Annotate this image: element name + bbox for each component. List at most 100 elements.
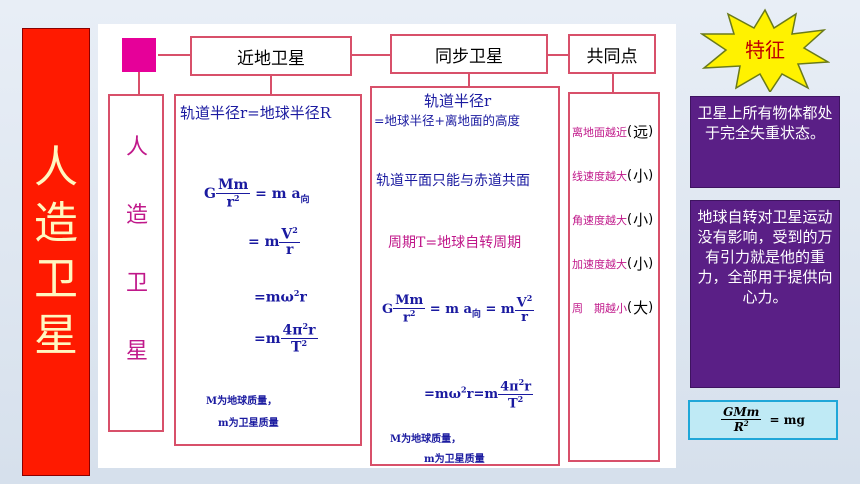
near-f4-den: T bbox=[291, 340, 302, 356]
near-f4-num-exp: 2 bbox=[302, 321, 309, 331]
sync-f2-exp: 2 bbox=[461, 384, 467, 395]
sync-f2-num-tail: r bbox=[524, 379, 532, 395]
near-f4-den-exp: 2 bbox=[301, 338, 308, 349]
sync-column: 轨道半径r =地球半径+离地面的高度 轨道平面只能与赤道共面 周期T=地球自转周… bbox=[370, 86, 560, 466]
common-item-text: 角速度越大 bbox=[572, 213, 627, 227]
near-formula-3: =mω2r bbox=[254, 288, 307, 306]
sync-f1-eq2: = m bbox=[485, 301, 515, 317]
sync-f2-mid: r=m bbox=[466, 386, 499, 402]
paren-open: ( bbox=[627, 168, 633, 183]
sync-period: 周期T=地球自转周期 bbox=[388, 235, 522, 251]
near-f4-num-tail: r bbox=[308, 322, 316, 339]
near-f1-den: r bbox=[226, 194, 235, 211]
card2-text: 地球自转对卫星运动没有影响，受到的万有引力就是他的重力，全部用于提供向心力。 bbox=[697, 208, 833, 306]
near-f3-exp: 2 bbox=[293, 288, 300, 298]
paren-close: ) bbox=[648, 256, 654, 271]
common-item: 角速度越大(小) bbox=[572, 198, 660, 241]
common-item-mark: 小 bbox=[633, 167, 649, 185]
near-f1-g: G bbox=[204, 186, 216, 203]
near-f1-rhs: = m a bbox=[255, 186, 301, 203]
near-radius: 轨道半径r=地球半径R bbox=[180, 104, 332, 122]
common-item-mark: 小 bbox=[633, 255, 649, 273]
sync-f2-num-exp: 2 bbox=[518, 377, 525, 387]
sync-f1-g: G bbox=[382, 301, 394, 317]
common-list: 离地面越近(远)线速度越大(小)角速度越大(小)加速度越大(小)周 期越小(大) bbox=[572, 110, 660, 330]
sync-note-2: m为卫星质量 bbox=[424, 454, 485, 465]
near-f2-num: V bbox=[281, 226, 293, 243]
common-item-text: 线速度越大 bbox=[572, 169, 627, 183]
formula-card-den: R bbox=[733, 420, 744, 434]
sync-f1-den2: r bbox=[521, 309, 528, 325]
sync-f1-sub: 向 bbox=[471, 309, 481, 320]
sync-plane: 轨道平面只能与赤道共面 bbox=[376, 173, 530, 189]
near-f1-den-exp: 2 bbox=[234, 192, 240, 203]
feature-badge: 特征 bbox=[699, 8, 831, 94]
near-connector bbox=[270, 76, 272, 94]
page-title: 人造卫星 bbox=[34, 142, 78, 361]
paren-close: ) bbox=[648, 124, 654, 139]
common-item: 离地面越近(远) bbox=[572, 110, 660, 153]
sync-f2: =mω bbox=[424, 386, 462, 402]
card1-text: 卫星上所有物体都处于完全失重状态。 bbox=[697, 104, 833, 142]
paren-close: ) bbox=[648, 212, 654, 227]
common-item-mark: 小 bbox=[633, 211, 649, 229]
header-sync: 同步卫星 bbox=[390, 34, 548, 74]
paren-open: ( bbox=[627, 124, 633, 139]
common-connector bbox=[612, 74, 614, 92]
near-f2-lhs: = m bbox=[248, 234, 280, 251]
common-item-text: 离地面越近 bbox=[572, 125, 627, 139]
badge-label: 特征 bbox=[745, 38, 785, 62]
common-item-mark: 大 bbox=[633, 299, 649, 317]
paren-open: ( bbox=[627, 300, 633, 315]
paren-close: ) bbox=[648, 300, 654, 315]
formula-card-rhs: = mg bbox=[769, 412, 805, 427]
common-column: 离地面越近(远)线速度越大(小)角速度越大(小)加速度越大(小)周 期越小(大) bbox=[568, 92, 660, 462]
common-item-text: 周 期越小 bbox=[572, 301, 627, 315]
root-square bbox=[122, 38, 156, 72]
sync-radius-1: 轨道半径r bbox=[424, 92, 492, 110]
header-common: 共同点 bbox=[568, 34, 656, 74]
sync-f1-den: r bbox=[402, 309, 410, 325]
common-item-mark: 远 bbox=[633, 123, 649, 141]
near-f3-tail: r bbox=[299, 289, 307, 306]
near-f4-lhs: =m bbox=[254, 330, 281, 347]
sync-f2-den-exp: 2 bbox=[517, 393, 524, 404]
near-f2-num-exp: 2 bbox=[292, 225, 298, 235]
side-label: 人造卫星 bbox=[126, 135, 149, 364]
formula-card-num: GMm bbox=[721, 405, 762, 420]
paren-open: ( bbox=[627, 212, 633, 227]
side-label-box: 人造卫星 bbox=[108, 94, 164, 432]
paren-close: ) bbox=[648, 168, 654, 183]
sync-radius-2: =地球半径+离地面的高度 bbox=[374, 113, 520, 128]
sync-note-1: M为地球质量， bbox=[390, 434, 462, 445]
sync-f1-num2-exp: 2 bbox=[526, 293, 533, 303]
info-card-weightless: 卫星上所有物体都处于完全失重状态。 bbox=[690, 96, 840, 188]
paren-open: ( bbox=[627, 256, 633, 271]
sync-f2-num: 4π bbox=[500, 379, 519, 395]
common-item-text: 加速度越大 bbox=[572, 257, 627, 271]
title-bar: 人造卫星 bbox=[22, 28, 90, 476]
sync-f2-den: T bbox=[507, 396, 518, 412]
near-f1-sub: 向 bbox=[300, 194, 310, 205]
sync-f1-den-exp: 2 bbox=[409, 307, 416, 318]
near-f2-den: r bbox=[285, 242, 294, 259]
near-f4-num: 4π bbox=[282, 322, 303, 339]
near-f3: =mω bbox=[254, 289, 294, 306]
sync-f1-rhs: = m a bbox=[429, 301, 472, 317]
common-item: 线速度越大(小) bbox=[572, 154, 660, 197]
sync-f1-num2: V bbox=[516, 295, 527, 311]
common-item: 加速度越大(小) bbox=[572, 242, 660, 285]
formula-card-den-exp: 2 bbox=[743, 419, 749, 428]
common-item: 周 期越小(大) bbox=[572, 286, 660, 329]
root-connector bbox=[138, 72, 140, 94]
sync-connector bbox=[468, 74, 470, 86]
